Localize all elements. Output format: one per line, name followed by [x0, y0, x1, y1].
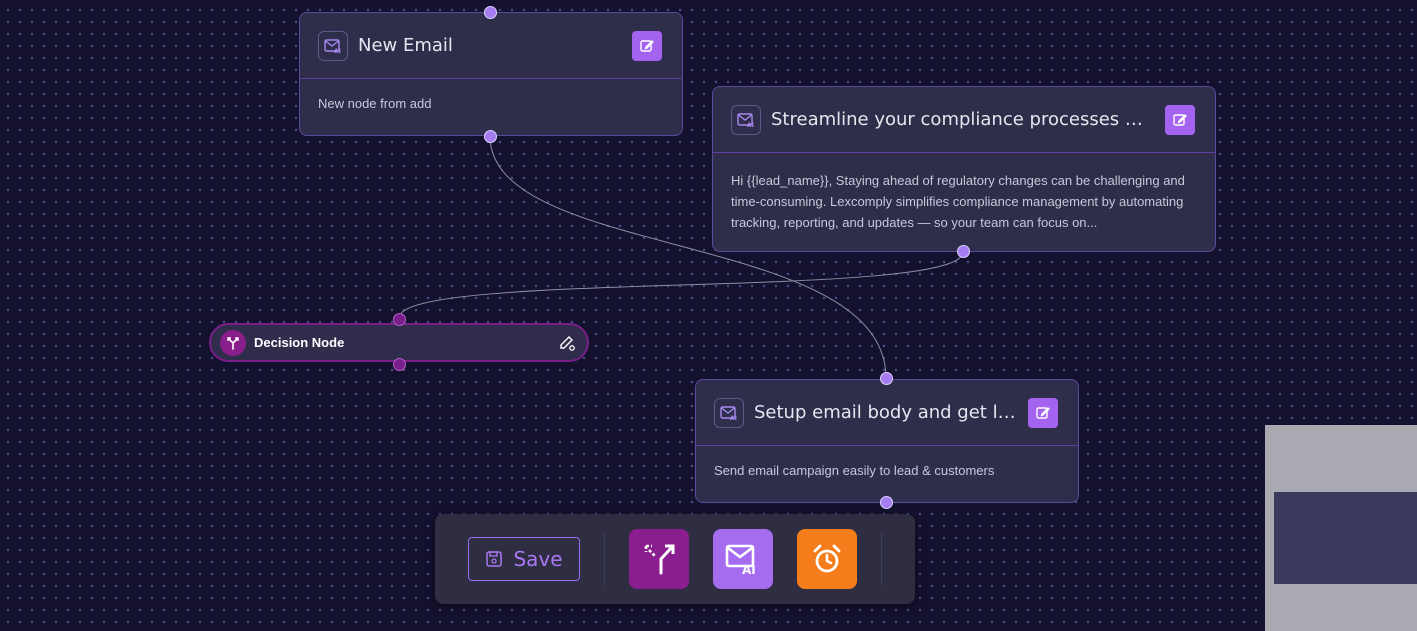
node-header: AI Streamline your compliance processes … [713, 87, 1215, 153]
ai-email-icon: AI [731, 104, 761, 135]
node-body: New node from add [318, 96, 432, 111]
compliance-output-handle[interactable] [957, 245, 970, 258]
add-delay-node-button[interactable] [797, 529, 857, 589]
alarm-clock-icon [813, 544, 841, 573]
node-header: AI New Email [300, 13, 682, 79]
add-decision-node-button[interactable] [629, 529, 689, 589]
node-body: Send email campaign easily to lead & cus… [714, 463, 995, 478]
decision-input-handle[interactable] [393, 313, 406, 326]
ai-email-icon: AI [725, 544, 756, 575]
node-header: AI Setup email body and get leads [696, 380, 1078, 446]
minimap[interactable] [1265, 425, 1417, 631]
node-title: Decision Node [254, 335, 345, 350]
edit-button[interactable] [1165, 104, 1195, 135]
new-email-output-handle[interactable] [484, 130, 497, 143]
svg-text:AI: AI [742, 563, 756, 575]
floppy-disk-icon [486, 551, 503, 567]
node-compliance-email[interactable]: AI Streamline your compliance processes … [712, 86, 1216, 252]
edit-button[interactable] [632, 30, 662, 61]
node-title: Setup email body and get leads [754, 402, 1016, 423]
minimap-viewport[interactable] [1274, 492, 1417, 584]
svg-text:AI: AI [334, 48, 341, 54]
decision-split-icon [220, 329, 246, 356]
setup-output-handle[interactable] [880, 496, 893, 509]
decision-output-handle[interactable] [393, 358, 406, 371]
pencil-icon [1173, 113, 1187, 126]
node-setup-email[interactable]: AI Setup email body and get leads Send e… [695, 379, 1079, 503]
pencil-icon [1036, 406, 1050, 419]
ai-email-icon: AI [318, 30, 348, 61]
add-ai-email-node-button[interactable]: AI [713, 529, 773, 589]
save-button[interactable]: Save [468, 537, 580, 581]
edge-compliance-to-decision [398, 251, 964, 319]
node-title: Streamline your compliance processes wit… [771, 109, 1153, 130]
decision-split-icon [644, 544, 675, 575]
node-new-email[interactable]: AI New Email New node from add [299, 12, 683, 136]
new-email-input-handle[interactable] [484, 6, 497, 19]
node-toolbar: Save AI [435, 514, 915, 604]
svg-text:AI: AI [730, 415, 737, 421]
save-label: Save [513, 547, 563, 571]
node-body: Hi {{lead_name}}, Staying ahead of regul… [731, 173, 1185, 230]
ai-email-icon: AI [714, 397, 744, 428]
toolbar-divider [604, 532, 605, 586]
node-title: New Email [358, 35, 453, 56]
toolbar-divider [881, 532, 882, 586]
edit-settings-icon[interactable] [557, 333, 577, 353]
edit-button[interactable] [1028, 397, 1058, 428]
setup-input-handle[interactable] [880, 372, 893, 385]
pencil-icon [640, 39, 654, 52]
node-decision[interactable]: Decision Node [209, 323, 589, 362]
svg-text:AI: AI [747, 122, 754, 128]
